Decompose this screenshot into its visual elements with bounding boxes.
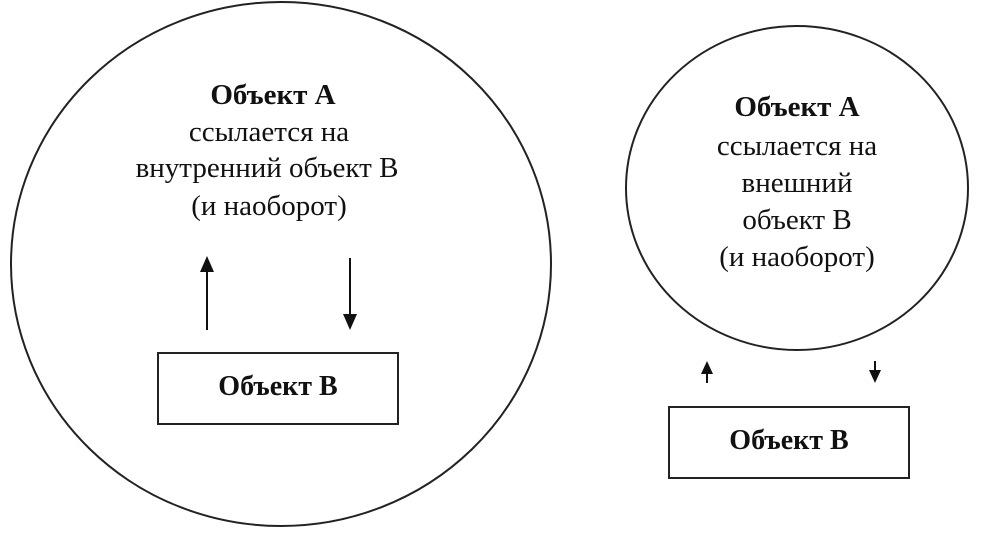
- right-outer-object-circle: [625, 25, 969, 351]
- right-outer-label-line-3: внешний: [742, 167, 853, 199]
- right-outer-label-line-1: Объект А: [734, 91, 859, 123]
- left-inner-object-label: Объект В: [218, 371, 337, 402]
- left-arrow-down: [343, 258, 357, 330]
- right-outer-label-line-5: (и наоборот): [719, 241, 875, 273]
- left-outer-object-circle: [10, 1, 552, 527]
- right-arrow-down: [869, 361, 881, 383]
- right-outer-label-line-4: объект В: [742, 204, 851, 236]
- left-outer-label-line-3: внутренний объект В: [136, 152, 399, 184]
- left-outer-label-line-2: ссылается на: [189, 116, 349, 148]
- left-outer-label-line-4: (и наоборот): [191, 190, 347, 222]
- left-inner-object-box: [157, 352, 399, 425]
- left-arrow-up: [200, 256, 214, 330]
- left-diagram: Объект А ссылается на внутренний объект …: [10, 1, 552, 527]
- right-inner-object-label: Объект В: [729, 425, 848, 456]
- right-diagram: Объект А ссылается на внешний объект В (…: [625, 25, 969, 479]
- right-outer-label-line-2: ссылается на: [717, 130, 877, 162]
- right-arrow-up: [701, 361, 713, 383]
- right-inner-object-box: [668, 406, 910, 479]
- left-outer-label-line-1: Объект А: [210, 79, 335, 111]
